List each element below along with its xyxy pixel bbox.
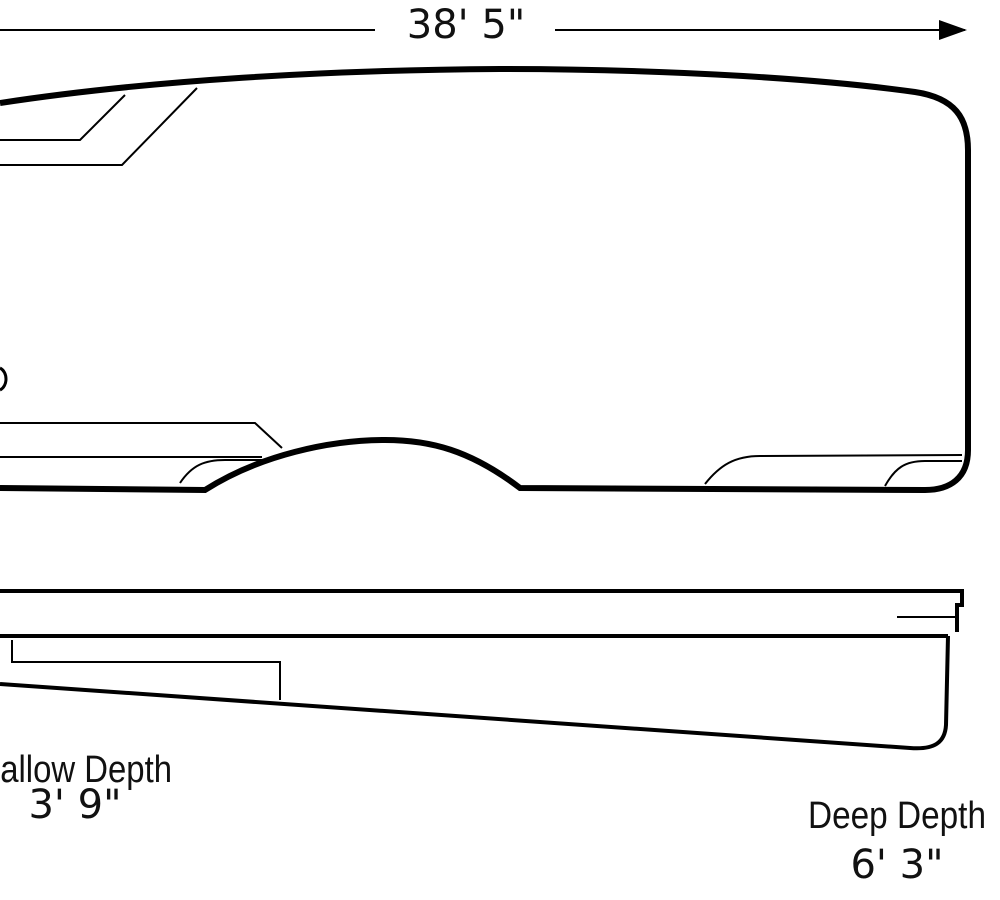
entry-step-top-inner: [0, 94, 126, 141]
shallow-step: [11, 640, 281, 700]
shallow-depth-label: Shallow Depth: [0, 749, 172, 791]
pool-top-view: [0, 65, 971, 494]
pool-outline: [0, 65, 971, 494]
bench-curve-left: [179, 459, 262, 484]
deep-depth-value: 6' 3": [850, 842, 943, 888]
pool-side-view: [0, 589, 964, 751]
pool-floor: [0, 635, 950, 751]
length-dimension: 38' 5": [0, 2, 967, 48]
length-label: 38' 5": [407, 2, 525, 48]
shallow-depth-value: 3' 9": [28, 782, 121, 828]
skimmer-arc: [0, 366, 8, 392]
bench-curve-right-1: [704, 454, 963, 485]
deck-top-line: [0, 589, 964, 632]
bench-curve-right-2: [884, 460, 962, 487]
entry-step-top-outer: [0, 87, 198, 166]
bench-left-upper: [0, 422, 283, 449]
deep-depth-label: Deep Depth: [808, 795, 986, 837]
